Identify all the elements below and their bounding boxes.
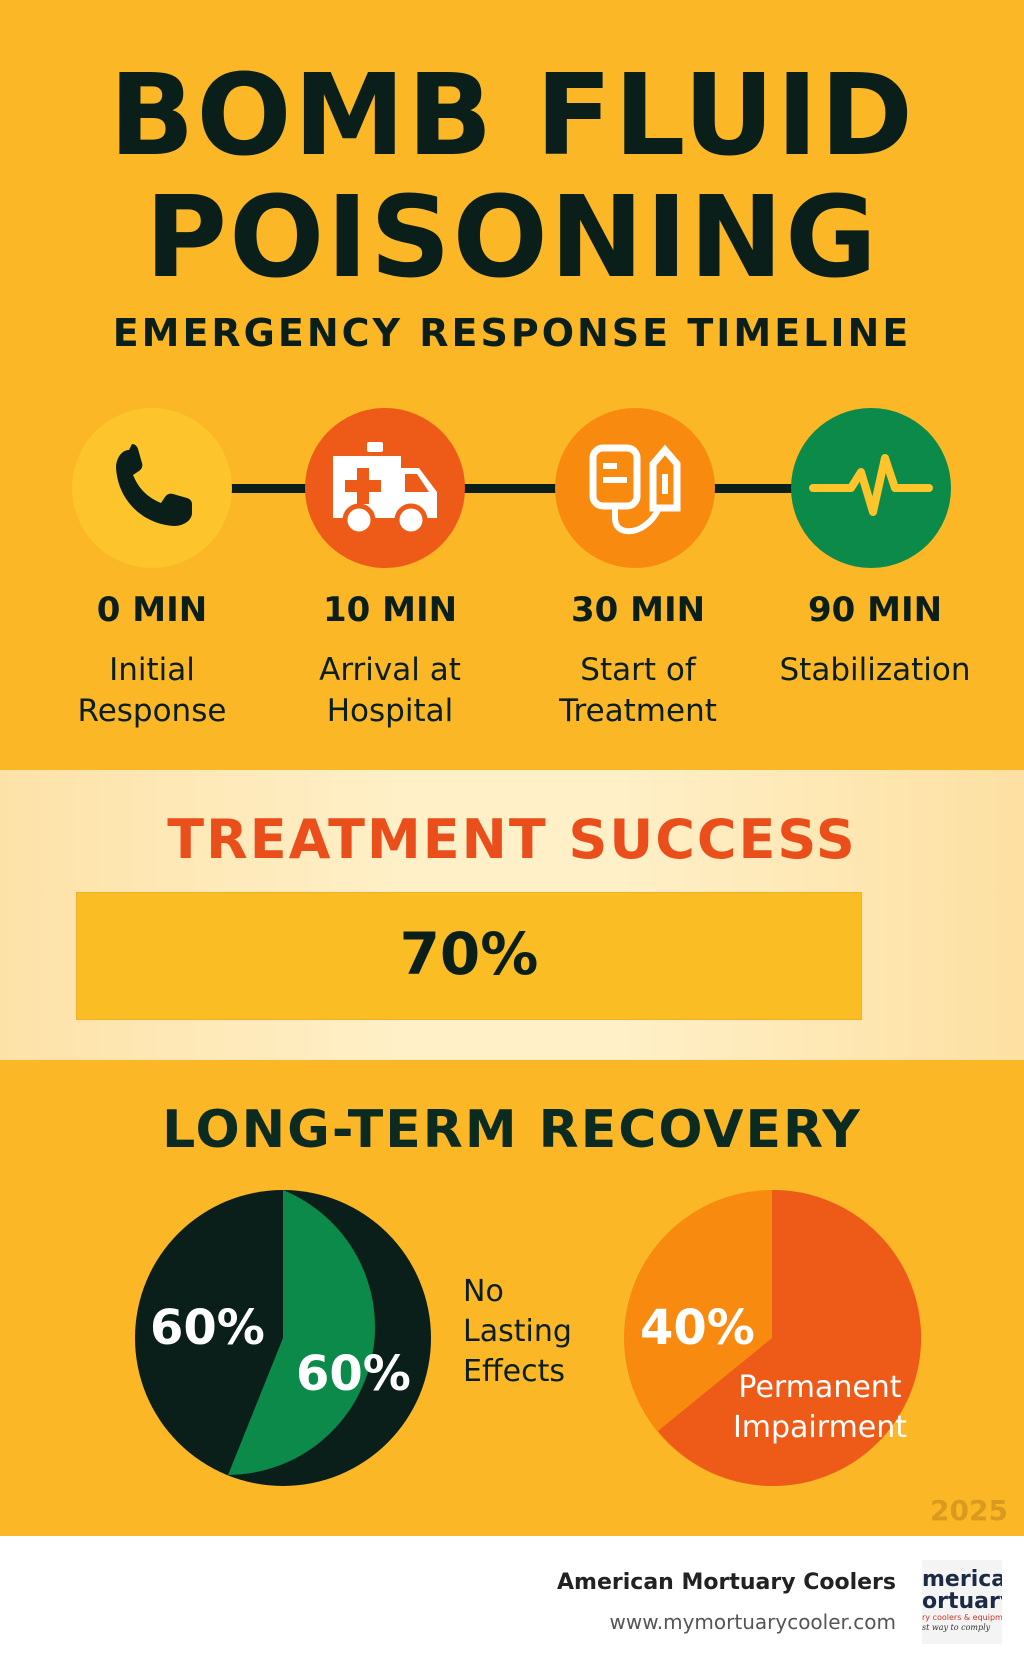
page-title-line2: POISONING bbox=[145, 173, 879, 303]
timeline-step-2-label-line1: Arrival at bbox=[319, 652, 461, 688]
legend-right-line2: Impairment bbox=[732, 1410, 908, 1445]
timeline-step-1-label-line1: Initial bbox=[109, 652, 195, 688]
timeline-step-2-label: Arrival at Hospital bbox=[280, 650, 500, 732]
iv-bag-icon bbox=[589, 444, 681, 535]
logo-text-4: st way to comply bbox=[922, 1623, 991, 1632]
timeline-step-3-circle bbox=[555, 408, 715, 568]
timeline-step-4-circle bbox=[791, 408, 951, 568]
timeline-step-4-label: Stabilization bbox=[755, 650, 995, 691]
heartbeat-icon bbox=[809, 454, 933, 516]
pie-right-slice-red bbox=[658, 1189, 922, 1486]
timeline-step-3-label-line1: Start of bbox=[580, 652, 696, 688]
pie-left-green-label: 60% bbox=[296, 1346, 411, 1402]
treatment-title: TREATMENT SUCCESS bbox=[167, 808, 857, 871]
pie-left-dark-label: 60% bbox=[150, 1300, 265, 1356]
timeline-step-2-label-line2: Hospital bbox=[326, 693, 454, 729]
treatment-success-bar bbox=[76, 892, 862, 1020]
footer bbox=[0, 1536, 1024, 1666]
timeline-step-2-circle bbox=[305, 408, 465, 568]
ambulance-icon bbox=[333, 442, 437, 537]
timeline-step-4-label-line1: Stabilization bbox=[779, 652, 971, 688]
timeline-step-1-time: 0 MIN bbox=[96, 590, 208, 630]
permanent-impairment-legend: Permanent Impairment bbox=[710, 1368, 930, 1448]
timeline-step-3-time: 30 MIN bbox=[570, 590, 706, 630]
no-lasting-effects-pie bbox=[135, 1190, 431, 1486]
timeline-step-1-circle bbox=[72, 408, 232, 568]
company-logo-image: merican ortuary ry coolers & equipment s… bbox=[922, 1567, 1002, 1632]
timeline-subtitle: EMERGENCY RESPONSE TIMELINE bbox=[112, 311, 912, 355]
no-lasting-effects-legend: No Lasting Effects bbox=[463, 1272, 572, 1392]
company-name: American Mortuary Coolers bbox=[557, 1570, 896, 1595]
timeline-step-4-time: 90 MIN bbox=[807, 590, 943, 630]
logo-text-1: merican bbox=[922, 1567, 1002, 1592]
pie-right-orange-label: 40% bbox=[640, 1300, 755, 1356]
timeline-connector bbox=[150, 484, 880, 493]
timeline-step-3-label-line2: Treatment bbox=[559, 693, 717, 729]
permanent-impairment-pie bbox=[624, 1189, 922, 1486]
year-label: 2025 bbox=[930, 1494, 1008, 1527]
timeline-step-1-label-line2: Response bbox=[77, 693, 227, 729]
logo-text-2: ortuary bbox=[922, 1589, 1002, 1614]
treatment-success-value: 70% bbox=[399, 920, 539, 988]
legend-left-line3: Effects bbox=[463, 1354, 565, 1389]
company-logo: merican ortuary ry coolers & equipment s… bbox=[922, 1560, 1002, 1644]
page-title-line1: BOMB FLUID bbox=[109, 51, 915, 181]
recovery-title: LONG-TERM RECOVERY bbox=[162, 1100, 862, 1160]
timeline-step-1-label: Initial Response bbox=[42, 650, 262, 732]
phone-icon bbox=[116, 444, 192, 526]
logo-text-3: ry coolers & equipment bbox=[922, 1613, 1002, 1622]
timeline-section bbox=[0, 0, 1024, 770]
website-link[interactable]: www.mymortuarycooler.com bbox=[609, 1610, 896, 1634]
timeline-step-2-time: 10 MIN bbox=[322, 590, 458, 630]
timeline-step-3-label: Start of Treatment bbox=[528, 650, 748, 732]
pie-left-slice-green bbox=[228, 1190, 376, 1475]
legend-right-line1: Permanent bbox=[738, 1370, 902, 1405]
legend-left-line1: No bbox=[463, 1274, 504, 1309]
legend-left-line2: Lasting bbox=[463, 1314, 572, 1349]
